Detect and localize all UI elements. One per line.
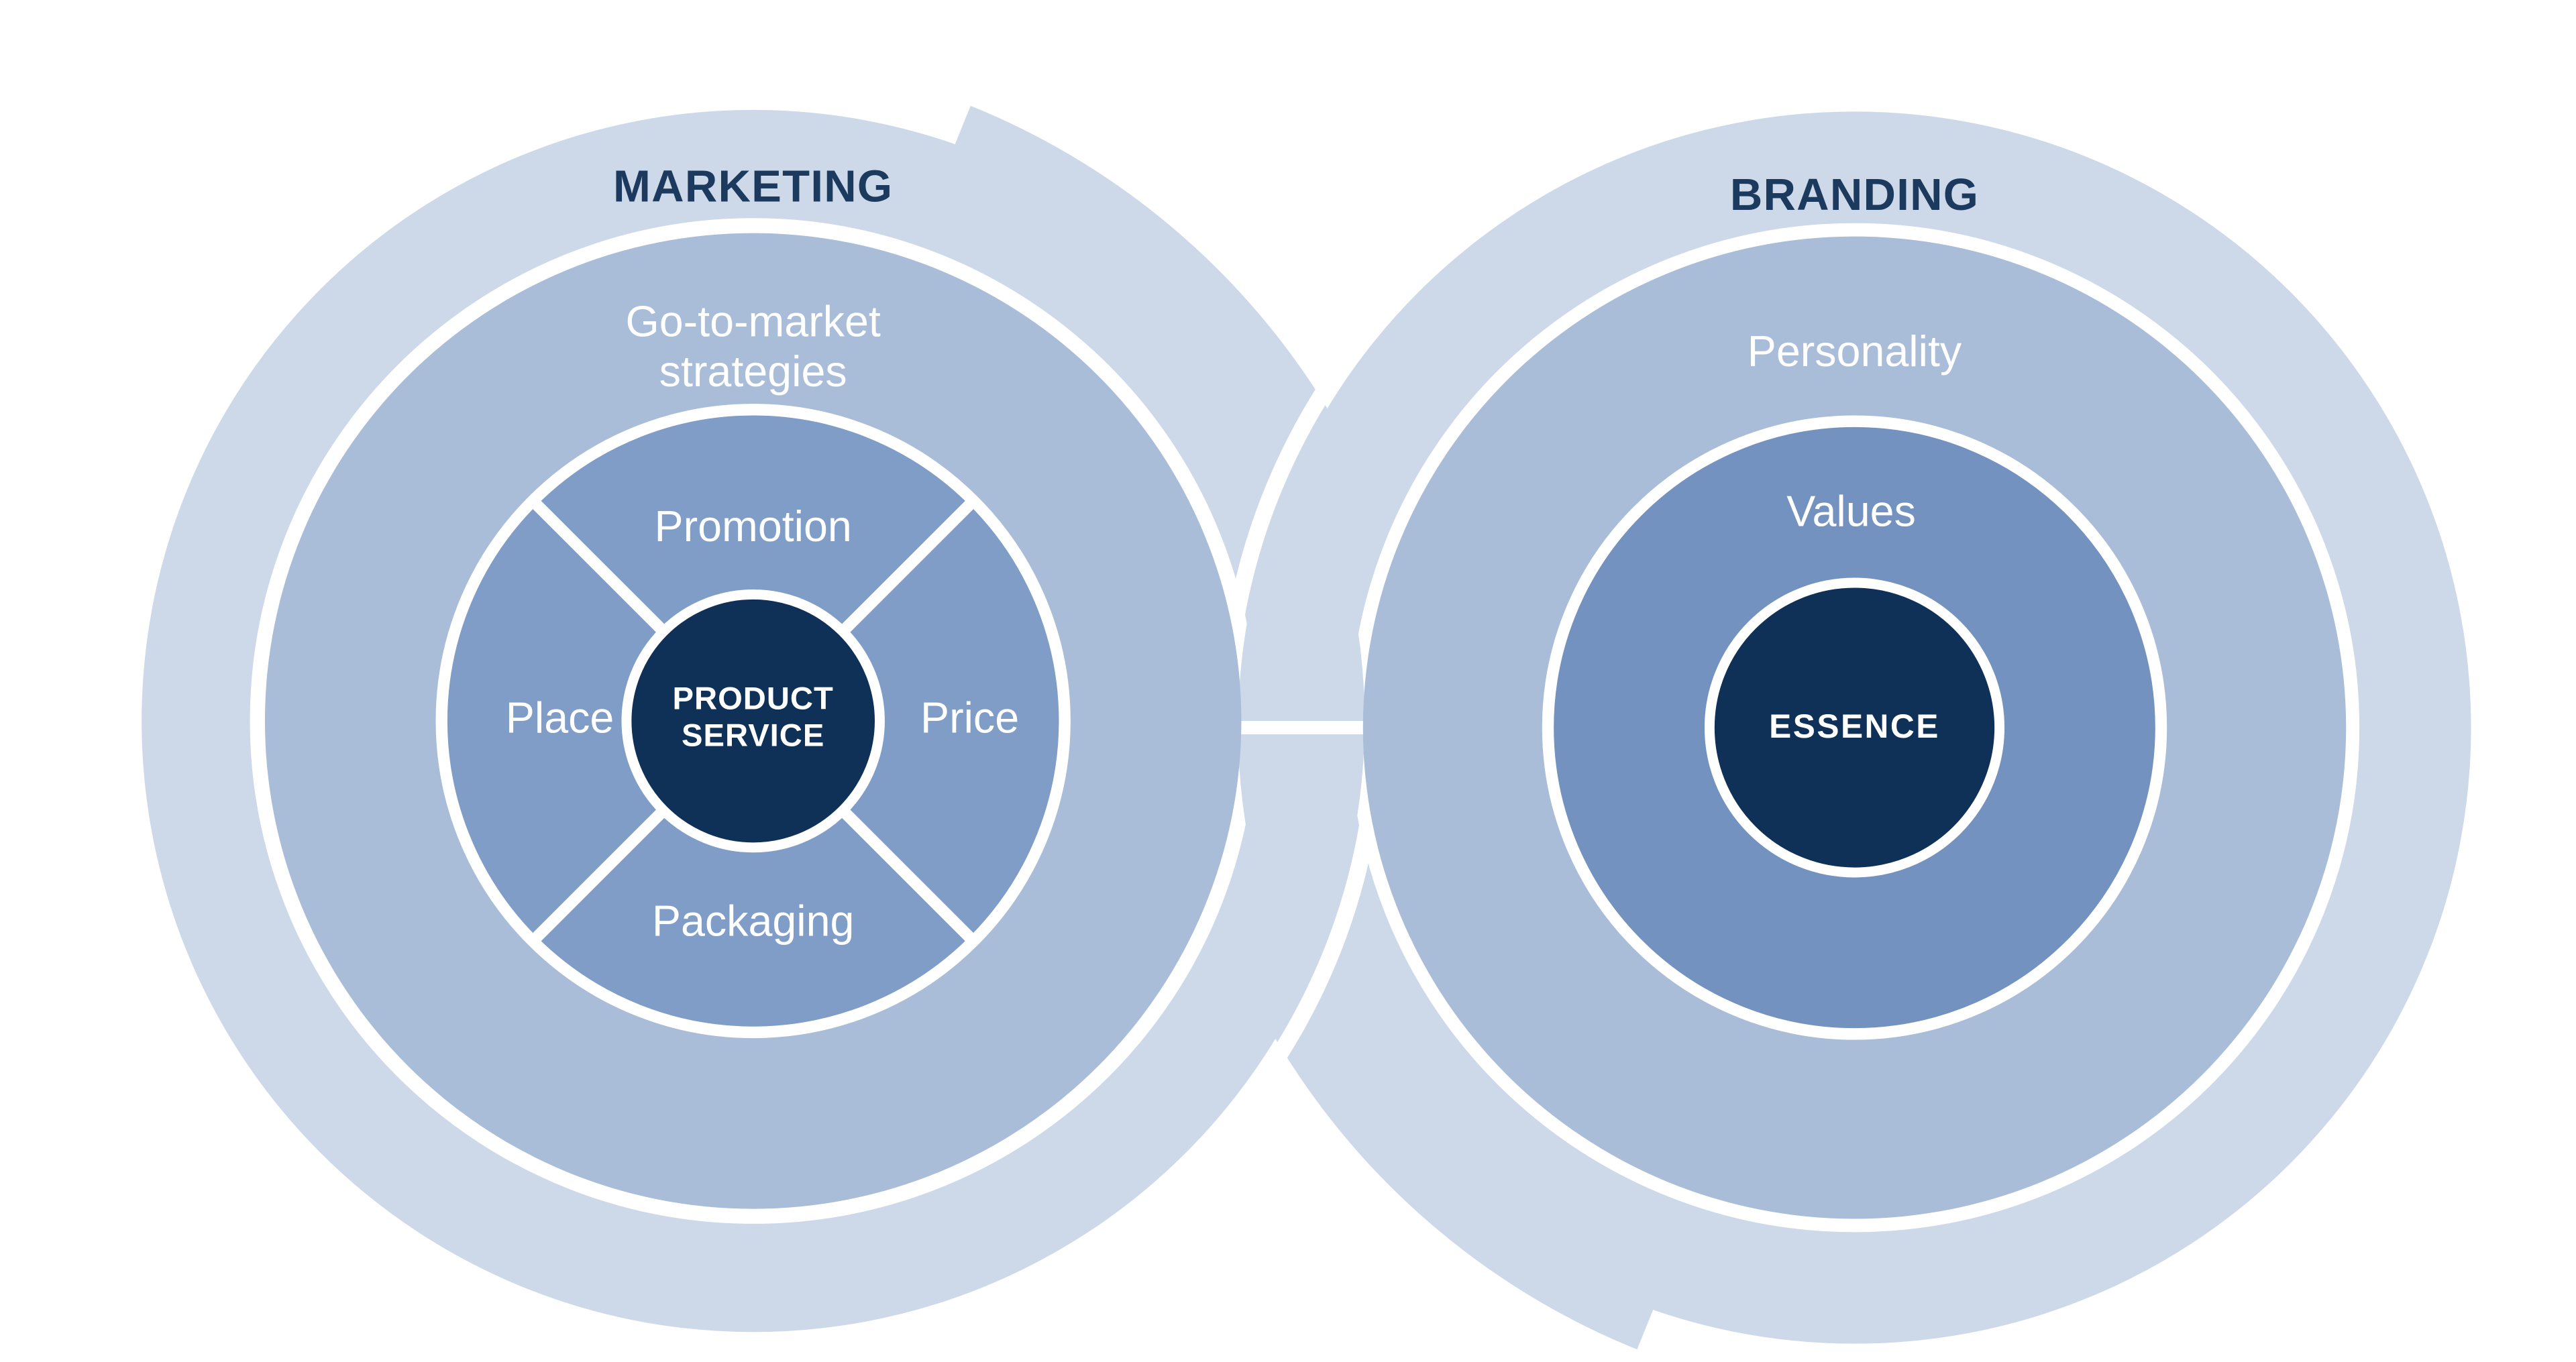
quadrant-label-place: Place: [505, 692, 614, 743]
marketing-core-label: PRODUCT SERVICE: [673, 683, 834, 756]
interlock-gap-arc-bottom: [1106, 774, 1383, 1239]
branding-core-label: ESSENCE: [1769, 709, 1940, 746]
marketing-core-label-line1: PRODUCT: [672, 682, 834, 718]
marketing-outer-ring-tail: [930, 105, 1350, 497]
branding-outer-ring-tail: [1258, 958, 1678, 1350]
marketing-ring-label-line2: strategies: [659, 346, 847, 396]
marketing-ring-label: Go-to-market strategies: [625, 296, 880, 396]
branding-core-circle: [1704, 577, 2005, 878]
branding-inner-label: Values: [1786, 486, 1916, 536]
marketing-core-circle: [621, 589, 885, 853]
marketing-ring-label-line1: Go-to-market: [625, 296, 881, 347]
quadrant-label-price: Price: [920, 692, 1020, 743]
marketing-title: MARKETING: [613, 161, 894, 212]
quadrant-label-packaging: Packaging: [651, 895, 855, 946]
marketing-core-label-line2: SERVICE: [682, 719, 825, 754]
branding-ring-label: Personality: [1747, 326, 1962, 377]
branding-title: BRANDING: [1729, 170, 1980, 220]
quadrant-label-promotion: Promotion: [654, 501, 852, 551]
